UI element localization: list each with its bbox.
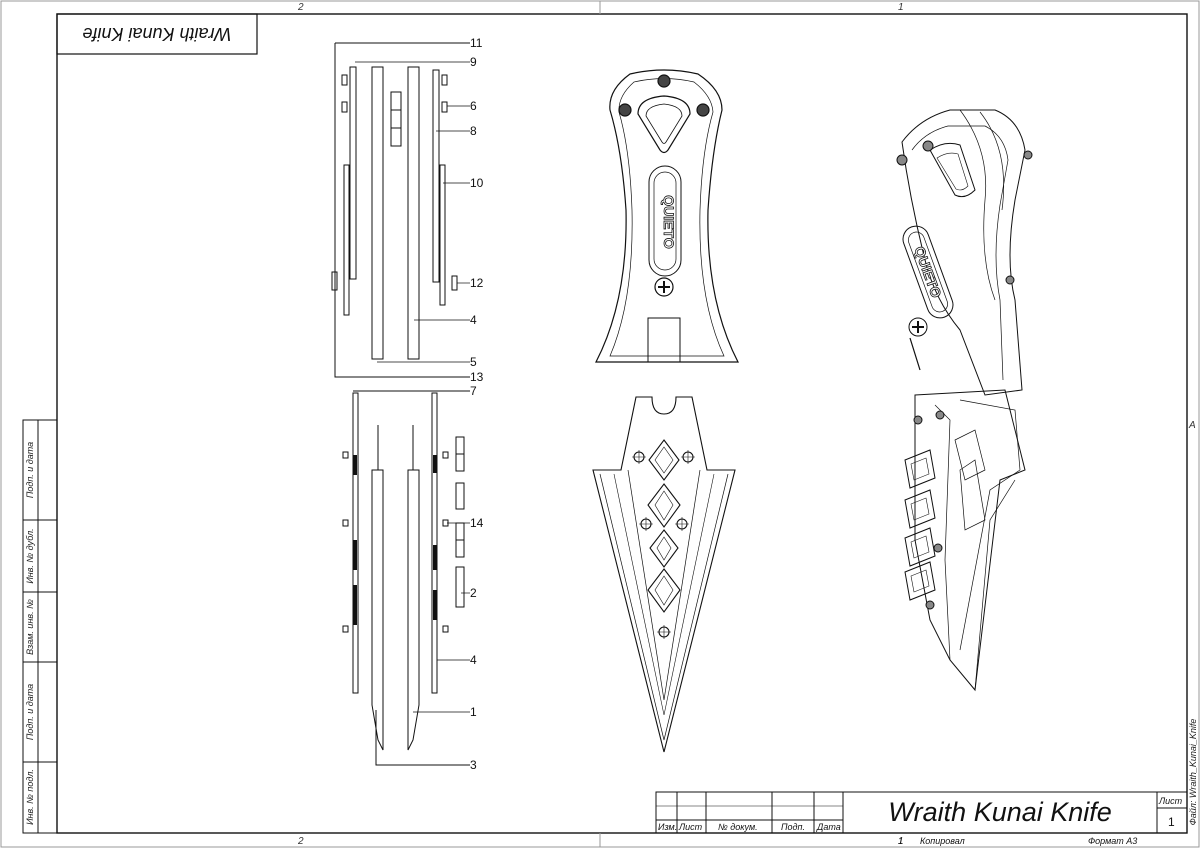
iso-brand-label: QUIETO (911, 244, 944, 300)
zone-right: A (1188, 420, 1196, 431)
side-label-5: Инв. № подл. (25, 769, 35, 825)
title-block (655, 791, 1188, 834)
side-label-4: Подп. и дата (25, 684, 35, 740)
blade-front-view (592, 396, 736, 753)
title-block-header: Дата (816, 822, 841, 832)
brand-label: QUIETO (661, 195, 677, 249)
title-block-header: Подп. (781, 822, 805, 832)
isometric-view (896, 109, 1033, 692)
side-label-1: Подп. и дата (25, 442, 35, 498)
zone-top-right: 1 (898, 2, 904, 13)
callout-label: 2 (470, 586, 477, 600)
side-label-3: Взам. инв. № (25, 599, 35, 655)
drawing-title: Wraith Kunai Knife (888, 797, 1112, 827)
callout-label: 8 (470, 124, 477, 138)
sheet-label: Лист (1158, 796, 1183, 806)
file-label: Файл: Wraith_Kunai_Knife (1188, 719, 1198, 826)
copied-label: Копировал (920, 836, 965, 846)
side-strip: Подп. и дата Инв. № дубл. Взам. инв. № П… (22, 419, 58, 834)
title-block-header: № докум. (718, 822, 758, 832)
handle-front-view (595, 69, 739, 363)
callout-label: 4 (470, 653, 477, 667)
side-label-2: Инв. № дубл. (25, 528, 35, 583)
callout-label: 1 (470, 705, 477, 719)
drawing-frame (56, 13, 1188, 834)
callout-label: 5 (470, 355, 477, 369)
format-label: Формат A3 (1088, 836, 1137, 846)
callout-label: 12 (470, 276, 484, 290)
sheet-number: 1 (1168, 815, 1175, 829)
upside-down-stamp: Wraith Kunai Knife (56, 13, 258, 55)
zone-bottom-left: 2 (297, 836, 304, 847)
callout-label: 7 (470, 384, 477, 398)
copied-number: 1 (898, 836, 903, 846)
leaders-upper (355, 61, 470, 363)
exploded-view-lower (342, 390, 470, 766)
stamp-title: Wraith Kunai Knife (82, 24, 231, 44)
callout-label: 13 (470, 370, 484, 384)
callouts-lower: 7 14 2 4 1 3 (470, 384, 484, 772)
callout-label: 6 (470, 99, 477, 113)
callout-label: 10 (470, 176, 484, 190)
callouts-upper: 11 9 6 8 10 12 4 5 13 (470, 36, 484, 384)
zone-top-left: 2 (297, 2, 304, 13)
callout-label: 4 (470, 313, 477, 327)
exploded-view-upper (331, 42, 470, 378)
callout-label: 14 (470, 516, 484, 530)
callout-label: 3 (470, 758, 477, 772)
title-block-header: Изм. (658, 822, 677, 832)
leaders-lower (413, 522, 470, 713)
callout-label: 11 (470, 36, 483, 50)
callout-label: 9 (470, 55, 477, 69)
title-block-header: Лист (678, 822, 703, 832)
zone-bottom-right: 1 (898, 836, 904, 847)
